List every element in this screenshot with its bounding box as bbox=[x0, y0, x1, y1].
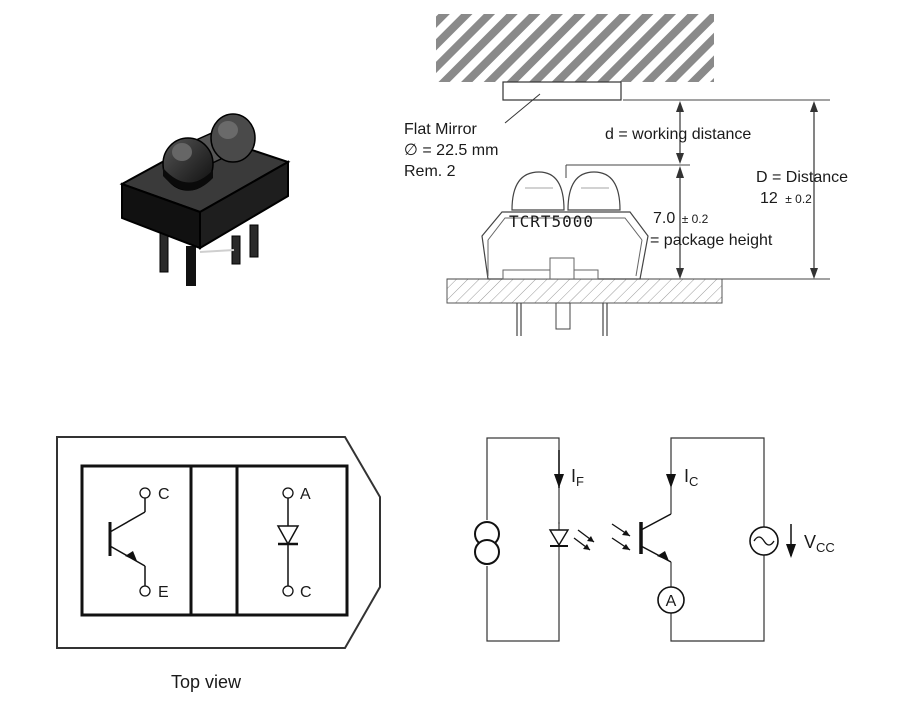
ammeter-symbol: A bbox=[657, 586, 685, 614]
vcc-label: VCC bbox=[804, 532, 835, 555]
pin-label-collector: C bbox=[158, 486, 170, 503]
distance-value: 12 ± 0.2 bbox=[760, 190, 812, 207]
phototransistor-circuit-symbol bbox=[611, 513, 672, 563]
distance-label: D = Distance bbox=[756, 169, 848, 186]
mirror-remark: Rem. 2 bbox=[404, 163, 456, 180]
package-height-label: = package height bbox=[650, 232, 773, 249]
pin-label-emitter: E bbox=[158, 584, 169, 601]
current-source-symbol bbox=[474, 520, 500, 566]
top-view-caption: Top view bbox=[171, 672, 242, 692]
mirror-diameter: ∅ = 22.5 mm bbox=[404, 142, 498, 159]
pin-label-cathode: C bbox=[300, 584, 312, 601]
phototransistor-symbol: C E bbox=[108, 486, 170, 601]
sensor-package-outline: TCRT5000 bbox=[481, 171, 649, 280]
reflector-surface bbox=[436, 14, 714, 82]
pin-label-anode: A bbox=[300, 486, 311, 503]
voltage-source-symbol: VCC bbox=[749, 524, 835, 558]
ir-diode-symbol: A C bbox=[276, 486, 312, 601]
forward-current-label: IF bbox=[571, 466, 584, 489]
mirror-label: Flat Mirror bbox=[404, 121, 478, 138]
sensor-3d-illustration bbox=[119, 113, 291, 286]
working-distance-label: d = working distance bbox=[605, 126, 751, 143]
pcb-board bbox=[446, 278, 723, 304]
ir-led-circuit-symbol bbox=[548, 522, 595, 554]
mechanical-drawing: 96 12314 Flat Mirror ∅ = 22.5 mm Rem. 2 … bbox=[404, 13, 848, 336]
collector-current-label: IC bbox=[684, 466, 698, 489]
package-height-value: 7.0 ± 0.2 bbox=[653, 210, 709, 227]
package-part-number: TCRT5000 bbox=[509, 212, 594, 231]
ammeter-label: A bbox=[666, 593, 677, 610]
test-circuit: IF IC bbox=[474, 437, 835, 642]
top-view-pinout: C E A C Top view bbox=[56, 436, 381, 692]
flat-mirror-shape bbox=[502, 81, 622, 101]
